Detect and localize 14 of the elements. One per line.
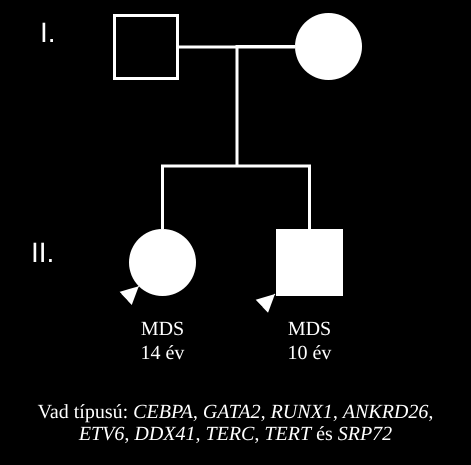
proband-arrow <box>119 286 140 306</box>
male-symbol <box>113 14 179 80</box>
diagnosis-label: MDS <box>140 317 184 341</box>
generation-label: II. <box>31 237 54 269</box>
age-label: 10 év <box>288 341 332 365</box>
female-symbol <box>129 229 196 296</box>
diagnosis-label: MDS <box>288 317 332 341</box>
female-symbol <box>295 13 362 80</box>
caption: Vad típusú: CEBPA, GATA2, RUNX1, ANKRD26, ETV6, DDX41, TERC, TERT és SRP72 <box>36 401 434 445</box>
generation-label: I. <box>40 17 56 49</box>
male-symbol <box>276 229 343 296</box>
descent-line <box>236 45 311 229</box>
proband-arrow <box>256 294 276 313</box>
age-label: 14 év <box>140 341 184 365</box>
